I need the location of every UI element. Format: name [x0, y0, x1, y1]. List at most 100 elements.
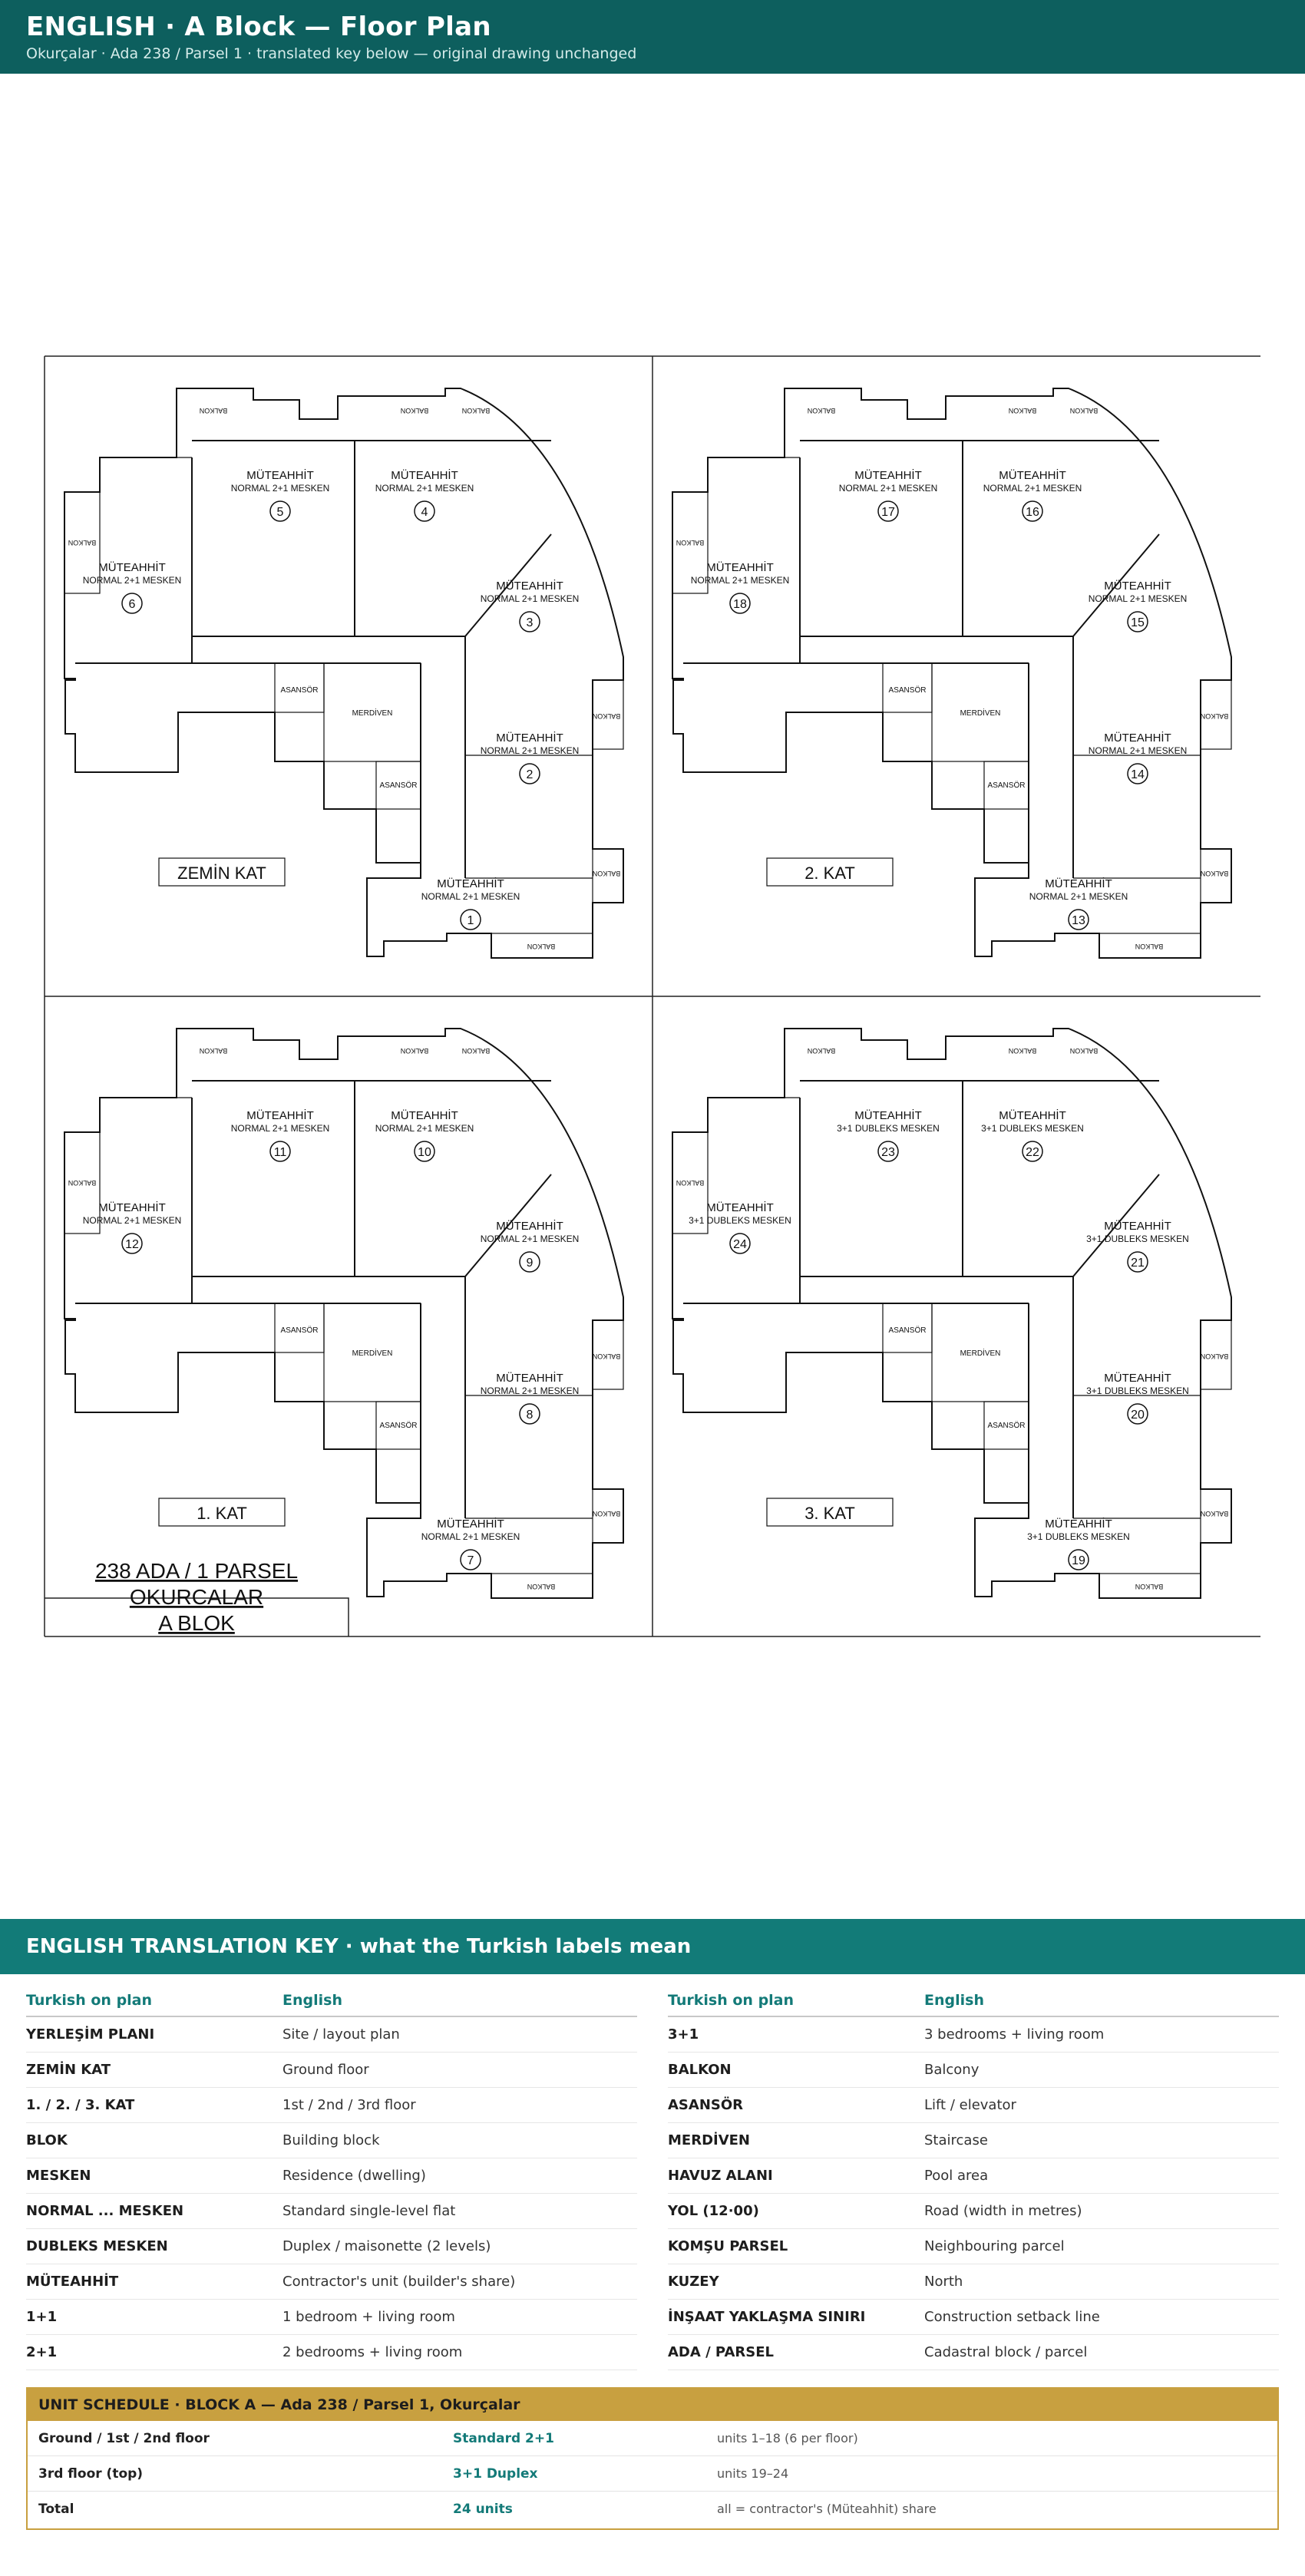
key-term-turkish: KUZEY — [668, 2274, 719, 2290]
key-term-english: Residence (dwelling) — [282, 2168, 426, 2184]
unit-number-circle — [877, 1141, 899, 1162]
page-title: ENGLISH · A Block — Floor Plan — [26, 12, 491, 42]
schedule-type: Standard 2+1 — [453, 2431, 554, 2446]
balcony — [592, 679, 624, 750]
unit-number: 11 — [274, 1146, 287, 1159]
unit-owner-label: MÜTEAHHİT — [1045, 877, 1112, 890]
key-header-row: Turkish on plan English — [26, 1983, 637, 2017]
balcony-label: BALKON — [1201, 1352, 1229, 1360]
balcony-label: BALKON — [1070, 1047, 1099, 1055]
unit-type-label: NORMAL 2+1 MESKEN — [231, 1123, 330, 1134]
unit-type-label: NORMAL 2+1 MESKEN — [421, 1531, 520, 1542]
key-term-english: Construction setback line — [924, 2309, 1100, 2325]
lift-shaft — [375, 761, 421, 810]
unit-number: 16 — [1026, 506, 1039, 519]
unit-number-circle — [1068, 1549, 1089, 1570]
balcony-label: BALKON — [401, 1047, 429, 1055]
wall — [1072, 533, 1160, 637]
unit-number-circle — [1127, 611, 1148, 632]
key-term-english: Cadastral block / parcel — [924, 2344, 1088, 2360]
unit-number: 24 — [733, 1238, 747, 1251]
unit-type-label: NORMAL 2+1 MESKEN — [421, 891, 520, 902]
lift-label: ASANSÖR — [380, 781, 418, 790]
lift-shaft — [983, 761, 1029, 810]
unit-type-label: NORMAL 2+1 MESKEN — [83, 575, 182, 586]
schedule-floor: Ground / 1st / 2nd floor — [38, 2431, 210, 2446]
balcony-label: BALKON — [808, 407, 836, 414]
unit-number-circle — [877, 500, 899, 522]
key-term-turkish: BALKON — [668, 2062, 732, 2078]
unit-number-circle — [1127, 763, 1148, 784]
balcony-label: BALKON — [462, 1047, 491, 1055]
unit-number-circle — [269, 500, 291, 522]
key-term-turkish: HAVUZ ALANI — [668, 2168, 773, 2184]
floor-label: 1. KAT — [197, 1504, 247, 1523]
unit-type-label: NORMAL 2+1 MESKEN — [231, 483, 330, 494]
floor-label-box — [158, 857, 286, 887]
unit-number: 6 — [129, 598, 136, 611]
stair-label: MERDİVEN — [352, 1348, 393, 1358]
unit-number: 23 — [881, 1146, 895, 1159]
balcony — [1099, 933, 1201, 959]
key-term-turkish: NORMAL ... MESKEN — [26, 2203, 184, 2219]
balcony — [1200, 848, 1232, 903]
unit-owner-label: MÜTEAHHİT — [706, 560, 774, 574]
balcony-label: BALKON — [527, 943, 556, 950]
key-term-english: Standard single-level flat — [282, 2203, 456, 2219]
key-term-english: Building block — [282, 2132, 380, 2148]
unit-number: 15 — [1131, 616, 1145, 629]
unit-schedule: UNIT SCHEDULE · BLOCK A — Ada 238 / Pars… — [26, 2387, 1279, 2530]
unit-number: 1 — [467, 914, 474, 927]
unit-owner-label: MÜTEAHHİT — [98, 560, 166, 574]
key-row: İNŞAAT YAKLAŞMA SINIRI Construction setba… — [668, 2300, 1279, 2335]
floor-label: 3. KAT — [804, 1504, 855, 1523]
unit-number-circle — [121, 1233, 143, 1254]
unit-number: 4 — [421, 506, 428, 519]
lift-label: ASANSÖR — [988, 1421, 1026, 1430]
stair-label: MERDİVEN — [960, 708, 1001, 718]
key-term-english: Pool area — [924, 2168, 989, 2184]
key-term-turkish: MERDİVEN — [668, 2132, 750, 2148]
lift-label: ASANSÖR — [889, 685, 927, 695]
key-term-turkish: BLOK — [26, 2132, 68, 2148]
key-term-turkish: İNŞAAT YAKLAŞMA SINIRI — [668, 2309, 866, 2325]
unit-type-label: NORMAL 2+1 MESKEN — [481, 1234, 580, 1244]
unit-number: 22 — [1026, 1146, 1039, 1159]
balcony — [1200, 1488, 1232, 1544]
unit-number-circle — [1127, 1403, 1148, 1425]
title-block-line: OKURCALAR — [130, 1585, 263, 1609]
key-term-english: Site / layout plan — [282, 2026, 400, 2043]
unit-owner-label: MÜTEAHHİT — [1104, 1371, 1171, 1385]
key-term-turkish: ZEMİN KAT — [26, 2062, 111, 2078]
balcony-label: BALKON — [1135, 943, 1164, 950]
page-header: ENGLISH · A Block — Floor Plan Okurçalar… — [0, 0, 1305, 74]
unit-number: 20 — [1131, 1409, 1145, 1422]
unit-number-circle — [1022, 500, 1043, 522]
key-col-turkish: Turkish on plan — [668, 1992, 795, 2009]
unit-number: 19 — [1072, 1554, 1085, 1567]
balcony-label: BALKON — [676, 539, 705, 547]
floor-label: ZEMİN KAT — [177, 864, 266, 883]
key-header-row: Turkish on plan English — [668, 1983, 1279, 2017]
key-term-turkish: DUBLEKS MESKEN — [26, 2238, 168, 2254]
lift-shaft — [375, 1401, 421, 1450]
unit-type-label: NORMAL 2+1 MESKEN — [983, 483, 1082, 494]
unit-owner-label: MÜTEAHHİT — [1104, 731, 1171, 745]
key-row: YOL (12·00)Road (width in metres) — [668, 2194, 1279, 2229]
key-term-english: Neighbouring parcel — [924, 2238, 1065, 2254]
unit-type-label: NORMAL 2+1 MESKEN — [839, 483, 938, 494]
unit-owner-label: MÜTEAHHİT — [246, 468, 314, 482]
balcony — [592, 848, 624, 903]
